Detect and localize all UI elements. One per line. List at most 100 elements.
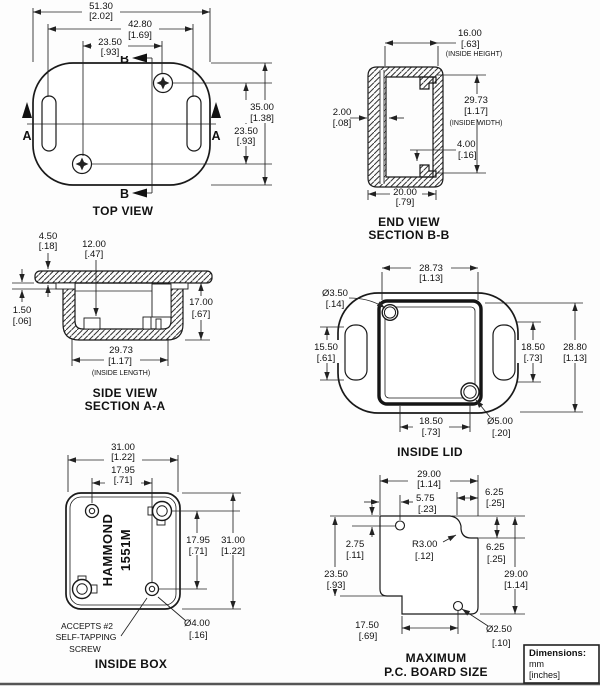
dim-screw-spacing-v-in: [.93] — [237, 136, 256, 147]
dim-boss-depth-in: [.47] — [85, 249, 104, 260]
pcb-view: 29.00 [1.14] 5.75 [.23] 6.25 [.25] 2.75 … — [318, 468, 534, 679]
lid-inner-wall — [377, 299, 483, 406]
dim-lid-hole-large-in: [.20] — [492, 428, 511, 439]
dim-pcb-width-mm: 29.00 — [417, 469, 441, 480]
lip-bottom — [419, 164, 437, 178]
boss-bottom-center — [144, 581, 160, 597]
dim-lid-hole-small-mm: Ø3.50 — [322, 288, 348, 299]
phillips-screw-icon — [75, 157, 89, 171]
dim-boss-spacing-v-mm: 17.95 — [186, 535, 210, 546]
dim-box-outer-height-mm: 31.00 — [221, 535, 245, 546]
screw-note-line3: SCREW — [69, 644, 101, 654]
mounting-slot-right — [186, 95, 202, 152]
lid-lip-left — [55, 282, 76, 290]
dim-pcb-left-height-in: [.93] — [327, 580, 346, 591]
dim-lip-in: [.06] — [13, 316, 32, 327]
dim-pcb-corner-radius-in: [.12] — [415, 551, 434, 562]
box-outline — [65, 492, 181, 610]
dim-boss-spacing-h-mm: 17.95 — [111, 465, 135, 476]
floor-boss-left — [83, 317, 101, 330]
dim-boss-hole-mm: Ø4.00 — [184, 618, 210, 629]
dim-inside-width-mm: 29.73 — [464, 95, 488, 106]
inside-box-title: INSIDE BOX — [95, 657, 167, 671]
legend-unit-primary: mm — [529, 659, 544, 669]
extension-lines — [32, 8, 272, 186]
lid-hole-large — [460, 382, 480, 402]
boss-top-left — [84, 503, 100, 519]
dim-slot-spacing-mm: 42.80 — [128, 19, 152, 30]
section-arrow-b-top-icon — [132, 53, 147, 63]
dim-lid-hole-spacing-h-in: [.73] — [422, 427, 441, 438]
box-inner-wall — [69, 496, 177, 606]
dim-screw-spacing-h-mm: 23.50 — [98, 37, 122, 48]
dim-pcb-left-height-mm: 23.50 — [324, 569, 348, 580]
section-label-b-top: B — [120, 52, 129, 66]
dim-base-width-in: [.79] — [396, 197, 415, 208]
end-view-title-2: SECTION B-B — [368, 228, 449, 242]
section-label-a-left: A — [22, 129, 31, 143]
dim-lid-hole-small-in: [.14] — [326, 299, 345, 310]
dim-overall-width-mm: 51.30 — [89, 1, 113, 12]
dim-box-outer-height-in: [1.22] — [221, 546, 245, 557]
dim-inside-height-note: (INSIDE HEIGHT) — [446, 51, 502, 58]
boss-bottom-left — [71, 575, 98, 600]
dim-pcb-notch-w-mm: 6.25 — [485, 487, 504, 498]
inside-lid-title: INSIDE LID — [397, 445, 463, 459]
section-line-bb: B B — [120, 52, 153, 201]
dim-overall-height-in: [1.38] — [250, 113, 274, 124]
dim-inside-width-in: [1.17] — [464, 106, 488, 117]
section-arrow-a-left-icon — [22, 102, 32, 118]
floor-post-1 — [142, 316, 152, 330]
dim-flange-in: [.18] — [39, 241, 58, 252]
lid-slot-right — [492, 324, 516, 381]
dim-pcb-height-mm: 29.00 — [504, 569, 528, 580]
pcb-hole-bottom — [452, 600, 464, 612]
brand-name: HAMMOND — [100, 514, 115, 587]
section-arrow-b-bottom-icon — [132, 188, 147, 198]
dim-boss-depth-mm: 12.00 — [82, 239, 106, 250]
dim-lip-in: [.16] — [458, 150, 477, 161]
screw-note-line2: SELF-TAPPING — [56, 632, 117, 642]
dim-pcb-hole-dia-mm: Ø2.50 — [486, 624, 512, 635]
dim-lip-mm: 1.50 — [13, 305, 32, 316]
dim-pcb-step-to-hole-mm: 17.50 — [355, 620, 379, 631]
lid-wall-joint — [380, 70, 384, 184]
dim-lid-slot-length-mm: 15.50 — [314, 342, 338, 353]
phillips-screw-icon — [156, 76, 170, 90]
section-label-a-right: A — [211, 129, 220, 143]
screw-note-line1: ACCEPTS #2 — [61, 621, 113, 631]
dim-boss-spacing-v-in: [.71] — [189, 546, 208, 557]
dim-pcb-notch-w-in: [.25] — [486, 498, 505, 509]
side-view: 4.50 [.18] 12.00 [.47] 1.50 [.06] 17.00 … — [12, 231, 217, 413]
dim-box-outer-width-mm: 31.00 — [111, 442, 135, 453]
top-view-title: TOP VIEW — [93, 204, 154, 218]
dim-pcb-hole-x-in: [.23] — [418, 504, 437, 515]
boss-top-right — [147, 500, 173, 526]
mounting-slot-left — [41, 95, 57, 152]
dim-pcb-corner-radius-mm: R3.00 — [412, 539, 437, 550]
dim-boss-spacing-h-in: [.71] — [114, 475, 133, 486]
pcb-title-1: MAXIMUM — [406, 651, 467, 665]
pcb-hole-top-left — [394, 520, 406, 531]
dim-pcb-height-in: [1.14] — [504, 580, 528, 591]
lid-slot-left — [344, 324, 368, 381]
dim-screw-spacing-v-mm: 23.50 — [234, 126, 258, 137]
dim-flange-mm: 4.50 — [39, 231, 58, 242]
dim-depth-in: [.67] — [192, 309, 211, 320]
dim-lid-hole-spacing-v-mm: 18.50 — [521, 342, 545, 353]
dim-lid-slot-length-in: [.61] — [317, 353, 336, 364]
dim-inside-length-in: [1.17] — [108, 356, 132, 367]
dim-base-width-mm: 20.00 — [393, 187, 417, 198]
dim-pcb-hole-dia-in: [.10] — [492, 638, 511, 649]
screw-top-right — [152, 72, 174, 94]
dim-inside-width-note: (INSIDE WIDTH) — [450, 120, 503, 127]
pcb-outline — [379, 515, 479, 615]
dim-slot-spacing-in: [1.69] — [128, 30, 152, 41]
legend-heading: Dimensions: — [529, 648, 586, 659]
dim-wall-in: [.08] — [333, 118, 352, 129]
dim-wall-mm: 2.00 — [333, 107, 352, 118]
section-line-aa: A A — [22, 102, 221, 143]
dim-overall-width-in: [2.02] — [89, 11, 113, 22]
lid-flange — [34, 270, 213, 284]
